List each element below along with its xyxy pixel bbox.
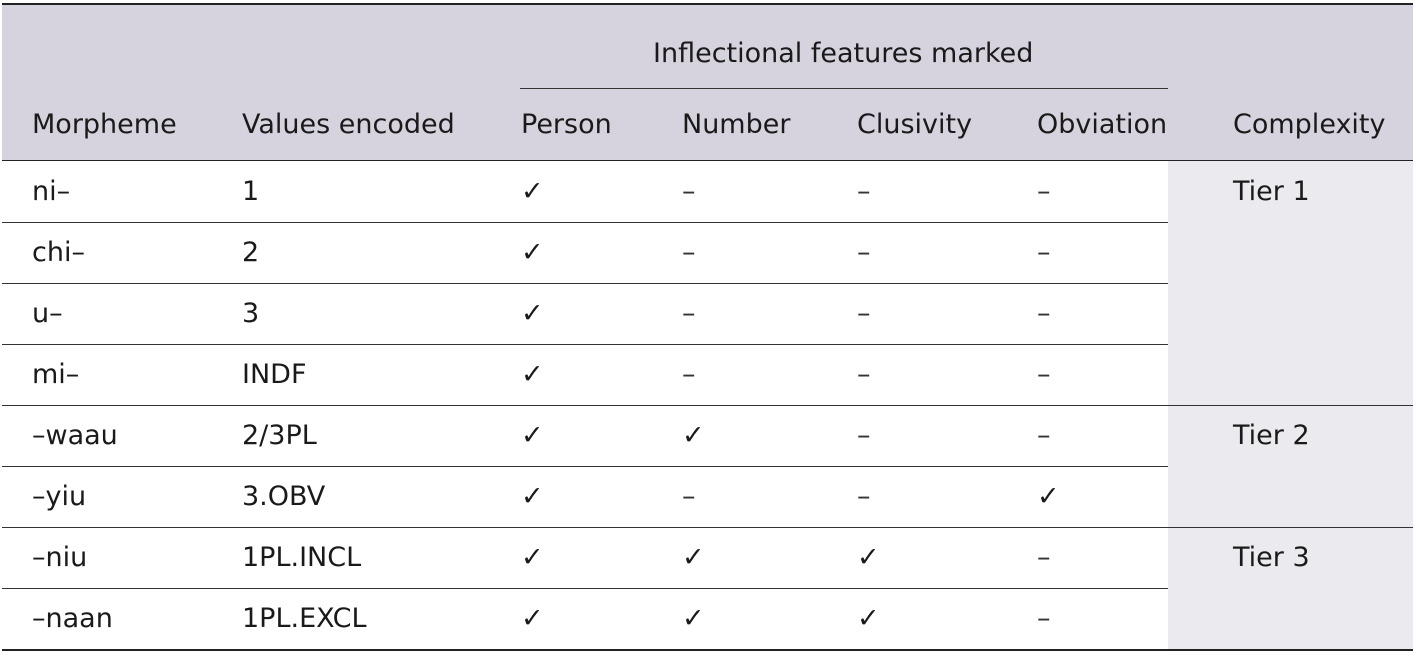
cell-person: ✓ <box>521 176 544 207</box>
cell-clusivity: – <box>857 420 871 451</box>
row-divider <box>2 588 1168 589</box>
cell-number: – <box>682 298 696 329</box>
tier-block <box>1168 405 1413 527</box>
cell-clusivity: – <box>857 298 871 329</box>
cell-number: – <box>682 237 696 268</box>
cell-morpheme: ni– <box>32 176 71 207</box>
row-divider <box>2 466 1168 467</box>
cell-values: 3.OBV <box>242 481 326 512</box>
cell-person: ✓ <box>521 298 544 329</box>
cell-number: ✓ <box>682 420 705 451</box>
col-header-obviation: Obviation <box>1037 109 1168 140</box>
cell-values: 1PL.EXCL <box>242 603 367 634</box>
table-row: chi– 2 ✓ – – – <box>2 222 1168 283</box>
col-header-person: Person <box>521 109 612 140</box>
table-row: –niu 1PL.INCL ✓ ✓ ✓ – <box>2 527 1168 588</box>
feature-table: Inflectional features marked Morpheme Va… <box>2 3 1413 651</box>
table-bottom-rule <box>2 649 1413 651</box>
cell-person: ✓ <box>521 603 544 634</box>
cell-morpheme: –naan <box>32 603 113 634</box>
table-row: –yiu 3.OBV ✓ – – ✓ <box>2 466 1168 527</box>
row-divider <box>2 283 1168 284</box>
tier-label: Tier 1 <box>1233 176 1310 207</box>
table-row: u– 3 ✓ – – – <box>2 283 1168 344</box>
col-header-clusivity: Clusivity <box>857 109 973 140</box>
row-divider <box>2 222 1168 223</box>
col-header-morpheme: Morpheme <box>32 109 177 140</box>
cell-number: ✓ <box>682 603 705 634</box>
cell-clusivity: – <box>857 359 871 390</box>
table-row: ni– 1 ✓ – – – <box>2 161 1168 222</box>
header-span-rule <box>520 88 1168 89</box>
cell-values: 3 <box>242 298 260 329</box>
cell-person: ✓ <box>521 542 544 573</box>
cell-number: ✓ <box>682 542 705 573</box>
cell-clusivity: – <box>857 481 871 512</box>
cell-values: 2 <box>242 237 260 268</box>
col-header-number: Number <box>682 109 791 140</box>
cell-clusivity: ✓ <box>857 542 880 573</box>
cell-obviation: – <box>1037 542 1051 573</box>
cell-person: ✓ <box>521 481 544 512</box>
cell-obviation: – <box>1037 298 1051 329</box>
cell-values: 2/3PL <box>242 420 317 451</box>
cell-obviation: – <box>1037 420 1051 451</box>
cell-obviation: – <box>1037 359 1051 390</box>
cell-morpheme: chi– <box>32 237 85 268</box>
tier-block <box>1168 161 1413 405</box>
table-header: Inflectional features marked Morpheme Va… <box>2 3 1413 161</box>
tier-divider <box>2 527 1413 528</box>
cell-obviation: – <box>1037 603 1051 634</box>
cell-person: ✓ <box>521 420 544 451</box>
cell-clusivity: – <box>857 176 871 207</box>
table-row: –waau 2/3PL ✓ ✓ – – <box>2 405 1168 466</box>
table-row: mi– INDF ✓ – – – <box>2 344 1168 405</box>
cell-number: – <box>682 481 696 512</box>
cell-person: ✓ <box>521 237 544 268</box>
cell-number: – <box>682 176 696 207</box>
header-span-label: Inflectional features marked <box>653 38 1034 69</box>
col-header-values: Values encoded <box>242 109 455 140</box>
cell-morpheme: –niu <box>32 542 88 573</box>
cell-number: – <box>682 359 696 390</box>
cell-values: 1PL.INCL <box>242 542 362 573</box>
cell-morpheme: mi– <box>32 359 80 390</box>
cell-clusivity: – <box>857 237 871 268</box>
row-divider <box>2 344 1168 345</box>
cell-obviation: – <box>1037 176 1051 207</box>
cell-person: ✓ <box>521 359 544 390</box>
tier-divider <box>2 405 1413 406</box>
cell-morpheme: –waau <box>32 420 118 451</box>
cell-morpheme: –yiu <box>32 481 87 512</box>
cell-obviation: – <box>1037 237 1051 268</box>
cell-morpheme: u– <box>32 298 63 329</box>
cell-clusivity: ✓ <box>857 603 880 634</box>
tier-label: Tier 3 <box>1233 542 1310 573</box>
table-row: –naan 1PL.EXCL ✓ ✓ ✓ – <box>2 588 1168 649</box>
tier-block <box>1168 527 1413 649</box>
tier-label: Tier 2 <box>1233 420 1310 451</box>
cell-values: 1 <box>242 176 260 207</box>
cell-values: INDF <box>242 359 307 390</box>
cell-obviation: ✓ <box>1037 481 1060 512</box>
col-header-complexity: Complexity <box>1233 109 1386 140</box>
